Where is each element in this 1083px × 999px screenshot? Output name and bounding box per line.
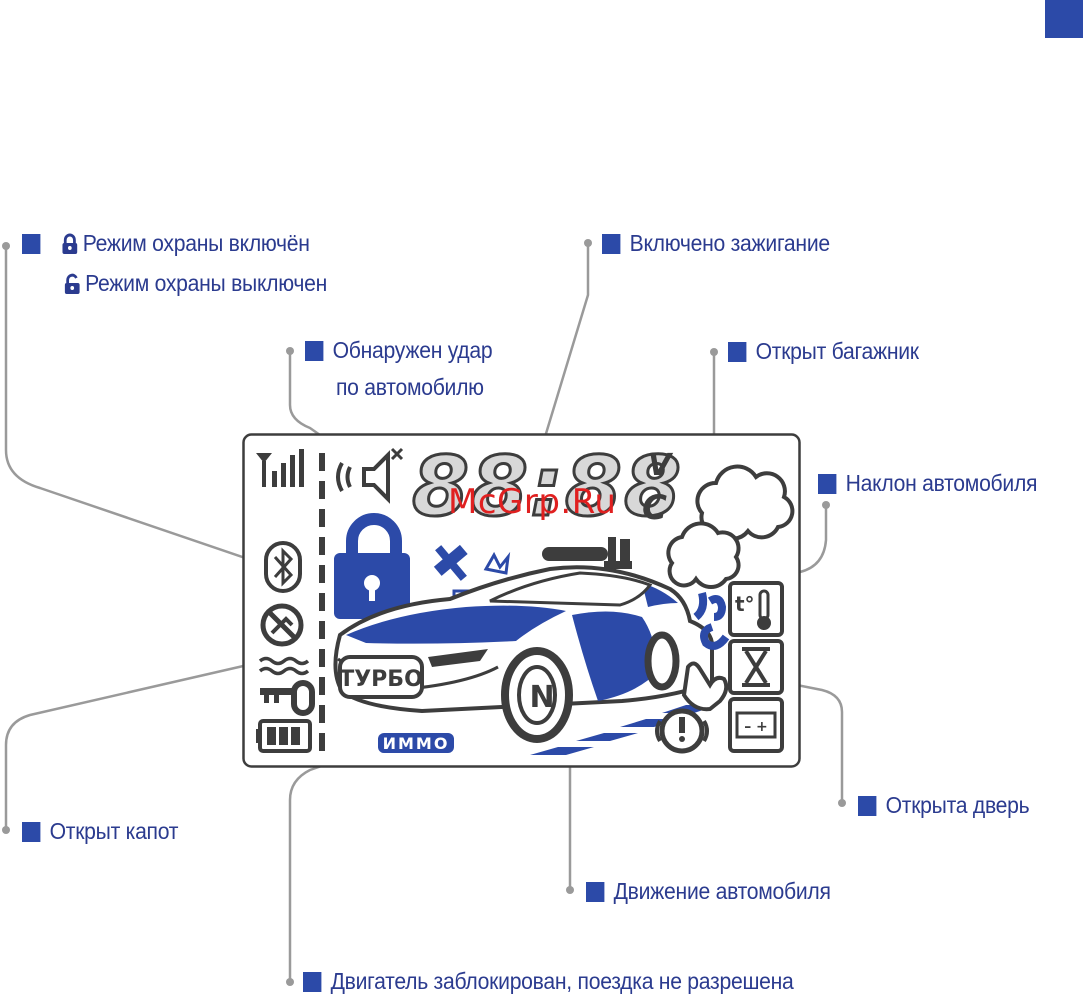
liquid-level-icon (258, 656, 310, 676)
callout-label: Двигатель заблокирован, поездка не разре… (330, 968, 794, 994)
corner-tab (1045, 0, 1083, 38)
callout-label: по автомобилю (336, 374, 484, 400)
callout-door: Открыта дверь (858, 792, 1030, 819)
callout-security-on: Режим охраны включён (22, 230, 310, 257)
time-digits: 88:88 (412, 440, 683, 535)
callout-label: Открыта дверь (885, 792, 1030, 818)
time-digits-ghost: 88:88 (412, 440, 683, 535)
leader-door (618, 648, 844, 805)
watermark: McGrp.Ru (448, 482, 617, 522)
car-hood (346, 605, 566, 644)
callout-shock: Обнаружен удар (305, 337, 493, 364)
immo-label: ИММО (383, 734, 450, 753)
thermometer-icon: t° (728, 581, 784, 637)
callout-marker (303, 971, 322, 992)
callout-security-off: Режим охраны выключен (52, 270, 327, 297)
trunk-hook-icon (693, 592, 708, 621)
callout-tilt: Наклон автомобиля (818, 470, 1037, 497)
callout-marker (818, 473, 837, 494)
turbo-label: ТУРБО (339, 667, 423, 692)
key-icon (260, 680, 315, 716)
hand-icon (681, 661, 729, 712)
callout-marker (858, 795, 877, 816)
hourglass-icon (728, 639, 784, 695)
callout-marker (22, 233, 41, 254)
callout-marker (602, 233, 621, 254)
temp-label: t° (735, 592, 755, 616)
callout-label: Открыт багажник (755, 338, 919, 364)
shock-hammer-icon (433, 544, 511, 581)
unit-v: V (648, 448, 674, 483)
callout-hood: Открыт капот (22, 818, 178, 845)
lock-open-icon (64, 273, 80, 294)
unit-c: C (642, 488, 667, 528)
callout-marker (586, 881, 605, 902)
alert-icon (655, 708, 709, 754)
callout-label: Режим охраны включён (82, 230, 310, 256)
battery-polarity-label: – + (744, 719, 768, 735)
car-battery-icon: – + (728, 697, 784, 753)
callout-engine-blocked: Двигатель заблокирован, поездка не разре… (303, 968, 794, 995)
callout-ignition: Включено зажигание (602, 230, 830, 257)
bluetooth-icon (264, 541, 302, 593)
lock-icon (334, 513, 410, 619)
callout-label: Открыт капот (49, 818, 179, 844)
car-illustration (333, 565, 714, 743)
callout-marker (728, 341, 747, 362)
callout-marker (22, 821, 41, 842)
callout-label: Движение автомобиля (613, 878, 831, 904)
callout-marker (305, 340, 324, 361)
callout-label: Наклон автомобиля (845, 470, 1038, 496)
callout-label: Режим охраны выключен (85, 270, 328, 296)
car-door (572, 611, 658, 701)
speaker-mute-icon (336, 447, 404, 504)
car-trunk (642, 583, 678, 607)
immo-badge: ИММО (378, 733, 454, 753)
hook-icon (700, 595, 730, 650)
callout-movement: Движение автомобиля (586, 878, 831, 905)
signal-strength-icon (256, 449, 304, 487)
leader-shock (288, 349, 457, 532)
callout-shock-line2: по автомобилю (336, 374, 484, 401)
lock-closed-icon (62, 233, 78, 254)
battery-icon (256, 719, 312, 753)
gear-indicator: N (529, 680, 554, 715)
wrench-icon (542, 537, 632, 571)
exhaust-smoke-icon (666, 464, 795, 589)
leader-hood (4, 636, 367, 832)
callout-label: Обнаружен удар (332, 337, 493, 363)
callout-label: Включено зажигание (629, 230, 831, 256)
no-service-icon (260, 603, 304, 647)
turbo-badge: ТУРБО (338, 655, 424, 699)
lcd-display-panel: 88:88 88:88 V C (242, 433, 801, 768)
leader-immo (288, 739, 395, 984)
leader-security (4, 244, 347, 594)
callout-trunk: Открыт багажник (728, 338, 919, 365)
